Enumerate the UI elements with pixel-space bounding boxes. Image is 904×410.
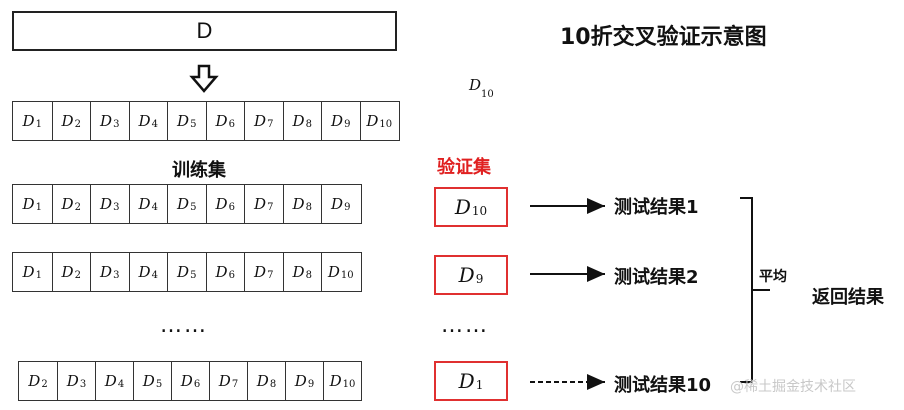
dataset-box: D: [12, 11, 397, 51]
result-1-label: 测试结果1: [614, 197, 699, 218]
result-10-label: 测试结果10: [614, 375, 712, 396]
result-2-label: 测试结果2: [614, 267, 699, 288]
watermark: @稀土掘金技术社区: [730, 379, 856, 395]
train-ellipsis: ……: [160, 313, 208, 338]
validation-ellipsis: ……: [441, 313, 489, 338]
diagram-title: 10折交叉验证示意图: [560, 25, 767, 50]
average-label: 平均: [759, 269, 787, 285]
return-result-label: 返回结果: [812, 287, 884, 308]
train-set-label: 训练集: [172, 160, 226, 181]
dataset-label: D: [196, 18, 213, 43]
average-bracket: [740, 197, 770, 383]
floating-d10-label: D10: [469, 76, 494, 100]
down-arrow-icon: [189, 64, 219, 93]
validation-set-label: 验证集: [437, 157, 491, 178]
